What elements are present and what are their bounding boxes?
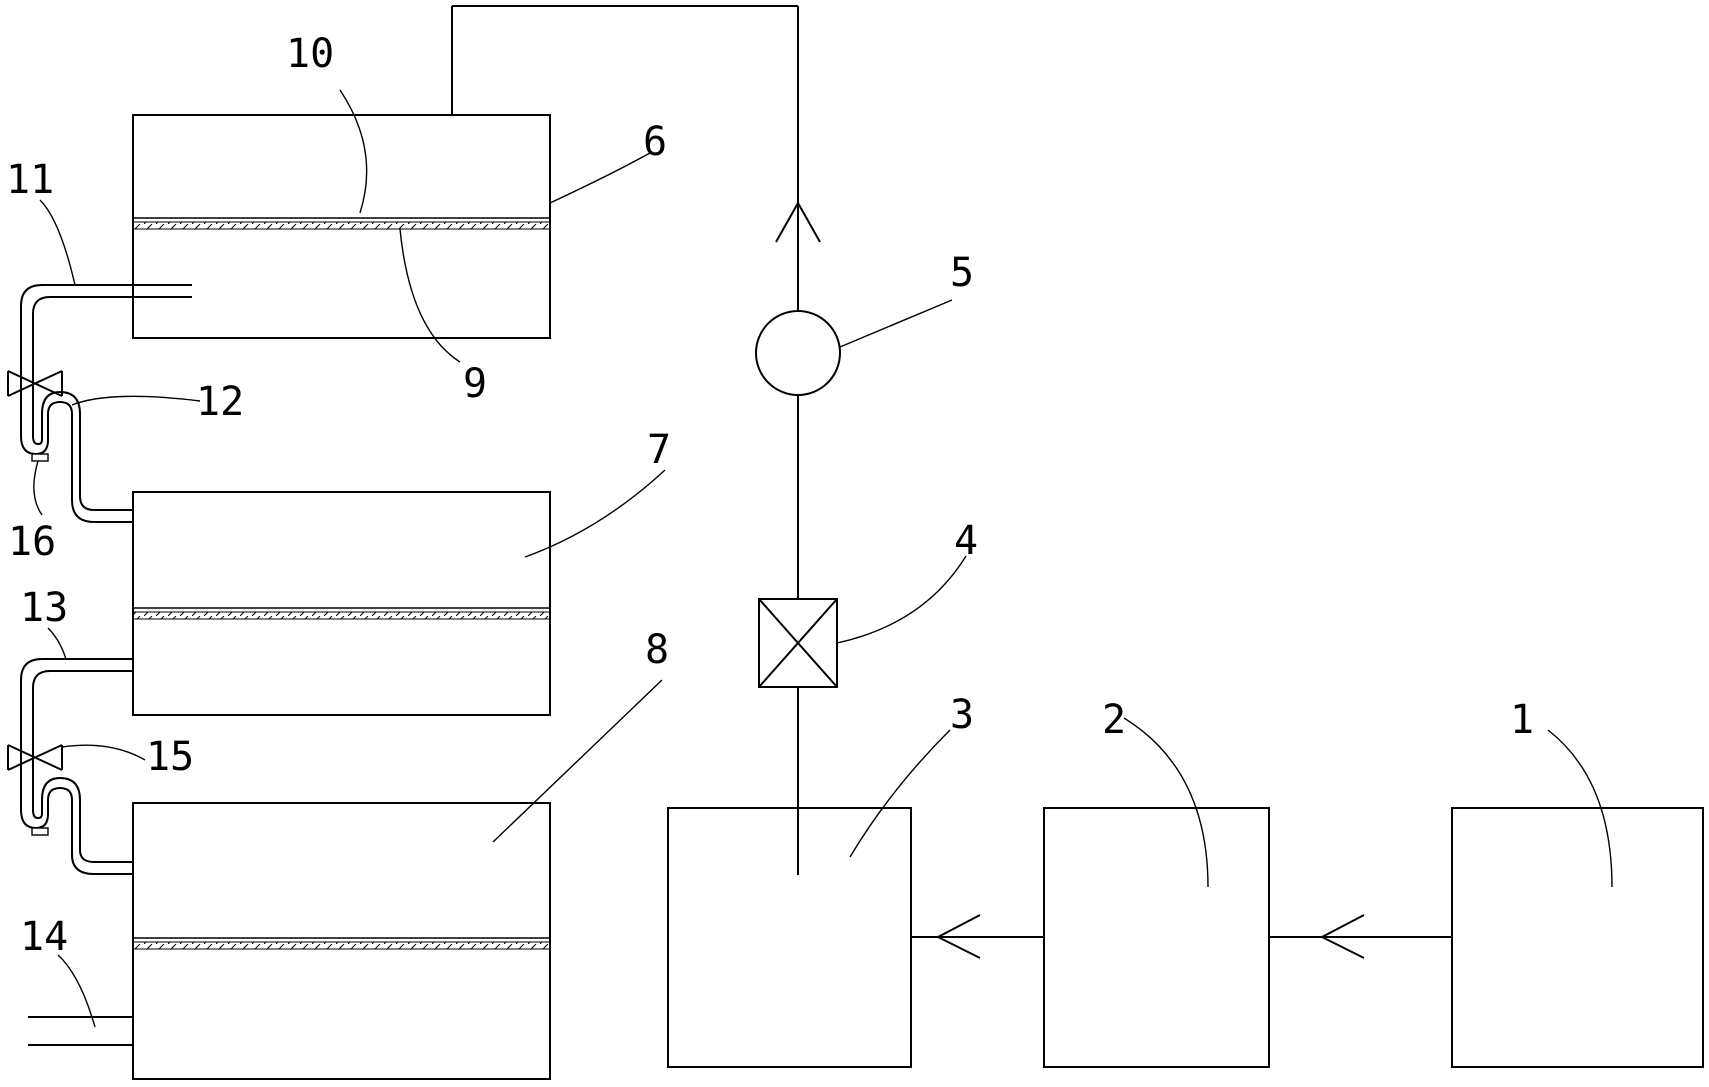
pipe-11	[20, 284, 192, 523]
label-14: 14	[20, 914, 68, 960]
label-12: 12	[196, 379, 244, 425]
flow-line-2-to-3	[911, 914, 1044, 959]
leader-lines	[33, 89, 1613, 1028]
label-9: 9	[463, 361, 487, 407]
pipe-14	[28, 1016, 133, 1046]
label-11: 11	[6, 157, 54, 203]
tank-8	[132, 802, 551, 1080]
label-2: 2	[1102, 697, 1126, 743]
label-10: 10	[286, 31, 334, 77]
label-4: 4	[954, 518, 978, 564]
unit-2-box	[1043, 807, 1270, 1068]
unit-3-box	[667, 807, 912, 1068]
label-6: 6	[643, 119, 667, 165]
tank-7	[132, 491, 551, 716]
label-8: 8	[645, 627, 669, 673]
label-1: 1	[1510, 697, 1534, 743]
tank-6	[132, 114, 551, 339]
unit-1-box	[1451, 807, 1704, 1068]
label-13: 13	[20, 585, 68, 631]
valve-on-pipe-11	[7, 370, 63, 397]
flow-line-1-to-2	[1269, 914, 1452, 959]
label-15: 15	[146, 734, 194, 780]
valve-15	[7, 744, 63, 771]
main-riser-pipe	[451, 5, 821, 875]
valve-4	[758, 598, 838, 688]
label-5: 5	[950, 250, 974, 296]
pump-5	[755, 310, 841, 396]
pipe-13	[20, 658, 133, 875]
label-16: 16	[8, 519, 56, 565]
label-7: 7	[647, 427, 671, 473]
label-3: 3	[950, 692, 974, 738]
